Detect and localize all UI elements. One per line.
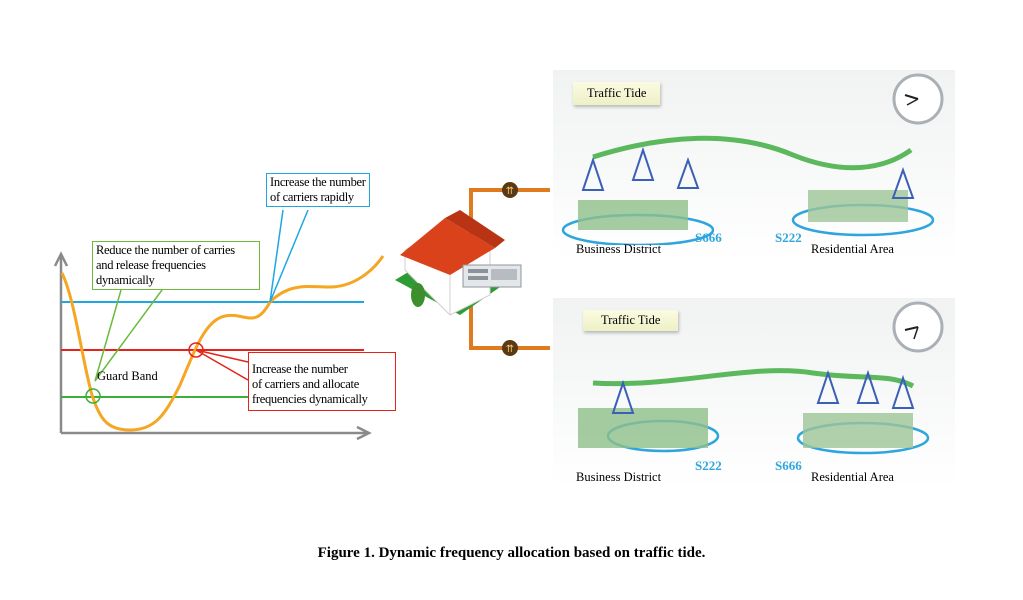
- callout-line: of carriers rapidly: [270, 190, 354, 204]
- traffic-tide-wave: [592, 368, 915, 389]
- reduce-pointer-1: [94, 289, 122, 382]
- allocate-pointer-1: [195, 349, 249, 363]
- callout-line: Increase the number: [270, 175, 366, 189]
- scenario-panel-evening: Traffic Tide S222 S666 Business District…: [553, 298, 955, 488]
- scenario-graphic: [561, 135, 935, 245]
- allocate-marker: [188, 342, 204, 358]
- scenario-panel-daytime: Traffic Tide S666 S222 Business District…: [553, 70, 955, 260]
- guard-band-marker: [85, 388, 101, 404]
- allocate-pointer-2: [195, 349, 249, 381]
- business-district-label: Business District: [576, 470, 662, 484]
- business-buildings: [578, 408, 708, 448]
- callout-line: and release frequencies: [96, 258, 206, 272]
- connector-icon: ⇈: [502, 182, 518, 198]
- x-axis-arrow: [356, 425, 372, 441]
- residential-rate: S222: [775, 230, 802, 245]
- clock-icon: [892, 73, 944, 125]
- callout-increase-allocate: Increase the number of carriers and allo…: [248, 352, 396, 411]
- business-rate: S666: [695, 230, 722, 245]
- rapid-pointer-1: [269, 209, 284, 303]
- callout-line: Reduce the number of carries: [96, 243, 235, 257]
- figure-caption: Figure 1. Dynamic frequency allocation b…: [317, 545, 706, 561]
- traffic-tide-wave: [592, 135, 913, 171]
- connector-icon: ⇈: [502, 340, 518, 356]
- callout-line: frequencies dynamically: [252, 392, 368, 406]
- callout-line: dynamically: [96, 273, 155, 287]
- residential-area-label: Residential Area: [811, 470, 894, 484]
- residential-buildings: [808, 190, 908, 222]
- traffic-tide-label: Traffic Tide: [573, 82, 661, 105]
- reduce-pointer-2: [94, 289, 163, 382]
- residential-rate: S666: [775, 458, 802, 473]
- residential-buildings: [803, 413, 913, 448]
- cell-tower-icons: [581, 146, 915, 199]
- cell-tower-icons: [611, 369, 915, 414]
- traffic-tide-label: Traffic Tide: [583, 310, 679, 331]
- clock-icon: [892, 301, 944, 353]
- business-rate: S222: [695, 458, 722, 473]
- business-buildings: [578, 200, 688, 230]
- rapid-pointer-2: [269, 209, 309, 303]
- server-icon: [462, 264, 522, 288]
- traffic-curve-diagram: [53, 209, 385, 441]
- business-district-label: Business District: [576, 242, 662, 256]
- traffic-curve: [60, 255, 385, 432]
- scenario-graphic: [578, 368, 930, 455]
- house-icon: [395, 210, 510, 316]
- callout-increase-rapidly: Increase the number of carriers rapidly: [266, 173, 370, 207]
- residential-area-label: Residential Area: [811, 242, 894, 256]
- y-axis-arrow: [53, 251, 69, 267]
- svg-text:⇈: ⇈: [506, 344, 514, 355]
- callout-line: Increase the number: [252, 362, 348, 376]
- svg-text:⇈: ⇈: [506, 186, 514, 197]
- guard-band-label: Guard Band: [97, 369, 158, 383]
- callout-line: of carriers and allocate: [252, 377, 359, 391]
- callout-reduce-carriers: Reduce the number of carries and release…: [92, 241, 260, 290]
- network-connections: ⇈ ⇈: [395, 182, 550, 356]
